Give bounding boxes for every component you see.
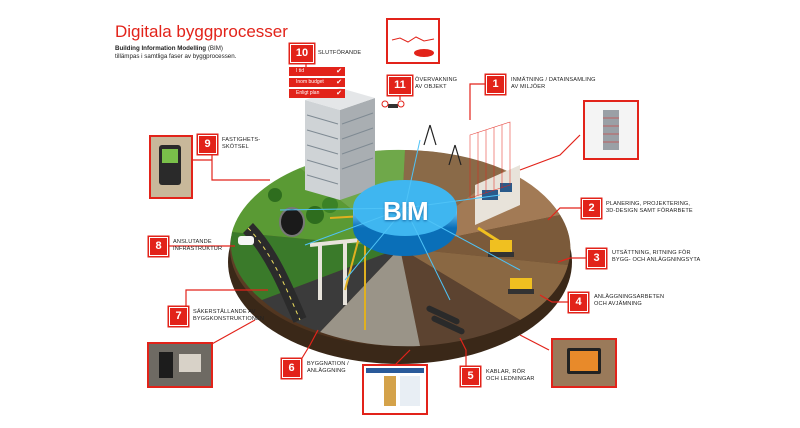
tower-roof — [305, 88, 375, 110]
sector-6-construction — [320, 248, 420, 347]
phase-badge-3: 3 — [587, 249, 606, 268]
label-line: PLANERING, PROJEKTERING, — [606, 201, 691, 207]
checklist-item: I tid ✔ — [289, 67, 345, 76]
label-line: BYGGKONSTRUKTIONEN — [193, 316, 265, 322]
software-window-icon — [366, 368, 424, 406]
handheld-device-thumbnail — [149, 135, 193, 199]
building-model-thumbnail — [583, 100, 639, 160]
label-line: 3D-DESIGN SAMT FÖRARBETE — [606, 208, 693, 214]
phase-label-2: PLANERING, PROJEKTERING,3D-DESIGN SAMT F… — [606, 201, 693, 215]
tablet-icon — [567, 348, 601, 374]
phase-badge-4: 4 — [569, 293, 588, 312]
sector-8-infrastructure — [230, 232, 400, 300]
label-line: ÖVERVAKNING — [415, 77, 458, 83]
inspection-thumbnail — [147, 342, 213, 388]
building-icon — [603, 110, 619, 150]
label-line: SLUTFÖRANDE — [318, 50, 362, 56]
check-icon: ✔ — [336, 68, 342, 75]
phase-badge-9: 9 — [198, 135, 217, 154]
phase-badge-10: 10 — [290, 44, 314, 63]
completion-checklist: I tid ✔ Inom budget ✔ Enligt plan ✔ — [289, 67, 345, 100]
monitoring-chart-thumbnail — [386, 18, 440, 64]
label-line: AV OBJEKT — [415, 84, 447, 90]
label-line: OCH LEDNINGAR — [486, 376, 535, 382]
line-chart-icon — [391, 36, 435, 57]
excavator — [477, 226, 514, 257]
page-title: Digitala byggprocesser — [115, 22, 288, 41]
drone-icon — [381, 100, 405, 108]
subtitle-line-1: Building Information Modelling (BIM) — [115, 45, 223, 52]
label-line: ANLÄGGNING — [307, 368, 346, 374]
check-icon: ✔ — [336, 90, 342, 97]
label-line: AV MILJÖER — [511, 84, 546, 90]
label-line: BYGG- OCH ANLÄGGNINGSYTA — [612, 257, 701, 263]
tree — [322, 197, 338, 213]
checklist-item: Enligt plan ✔ — [289, 89, 345, 98]
subtitle-line-2: tillämpas i samtliga faser av byggproces… — [115, 53, 237, 60]
road-line — [247, 227, 301, 321]
surveyor-tripods — [423, 124, 462, 166]
label-line: BYGGNATION / — [307, 361, 349, 367]
subtitle-bold: Building Information Modelling — [115, 45, 207, 52]
phase-badge-5: 5 — [461, 367, 480, 386]
check-icon: ✔ — [336, 79, 342, 86]
tree — [306, 206, 324, 224]
checklist-item-label: I tid — [296, 68, 305, 74]
phase-badge-7: 7 — [169, 307, 188, 326]
phase-badge-6: 6 — [282, 359, 301, 378]
car — [238, 236, 254, 245]
leader-lines — [166, 40, 588, 374]
label-line: FASTIGHETS- — [222, 137, 261, 143]
label-line: OCH AVJÄMNING — [594, 301, 642, 307]
label-line: UTSÄTTNING, RITNING FÖR — [612, 250, 691, 256]
phase-label-6: BYGGNATION /ANLÄGGNING — [307, 361, 349, 375]
phase-badge-1: 1 — [486, 75, 505, 94]
tunnel — [279, 207, 305, 237]
checklist-item: Inom budget ✔ — [289, 78, 345, 87]
checklist-item-label: Inom budget — [296, 79, 324, 85]
phase-badge-2: 2 — [582, 199, 601, 218]
construction-frame — [309, 238, 361, 305]
bim-connections — [279, 139, 521, 301]
phase-label-9: FASTIGHETS-SKÖTSEL — [222, 137, 260, 151]
phase-label-10: SLUTFÖRANDE — [318, 50, 361, 57]
sector-5-cables — [400, 248, 520, 346]
phase-badge-11: 11 — [388, 76, 412, 95]
bulldozer — [508, 278, 534, 294]
label-line: ANSLUTANDE — [173, 239, 212, 245]
label-line: ANLÄGGNINGSARBETEN — [594, 294, 665, 300]
label-line: SKÖTSEL — [222, 144, 249, 150]
subtitle-abbr: (BIM) — [207, 45, 223, 52]
label-line: SÄKERSTÄLLANDE AV — [193, 309, 256, 315]
sector-3-staking — [400, 215, 571, 265]
tower-windows — [306, 112, 374, 185]
label-line: KABLAR, RÖR — [486, 369, 526, 375]
tree — [268, 188, 282, 202]
pipes — [426, 305, 465, 335]
checklist-item-label: Enligt plan — [296, 90, 320, 96]
handheld-device-icon — [159, 145, 181, 185]
tablet-scan-thumbnail — [551, 338, 617, 388]
scan-grid — [469, 121, 511, 199]
inspection-icon — [159, 352, 201, 378]
bim-center-label: BIM — [383, 196, 429, 226]
label-line: INFRASTRUKTUR — [173, 246, 223, 252]
sector-4-earthworks — [400, 248, 568, 320]
label-line: INMÄTNING / DATAINSAMLING — [511, 77, 596, 83]
phase-badge-8: 8 — [149, 237, 168, 256]
software-screen-thumbnail — [362, 364, 428, 415]
